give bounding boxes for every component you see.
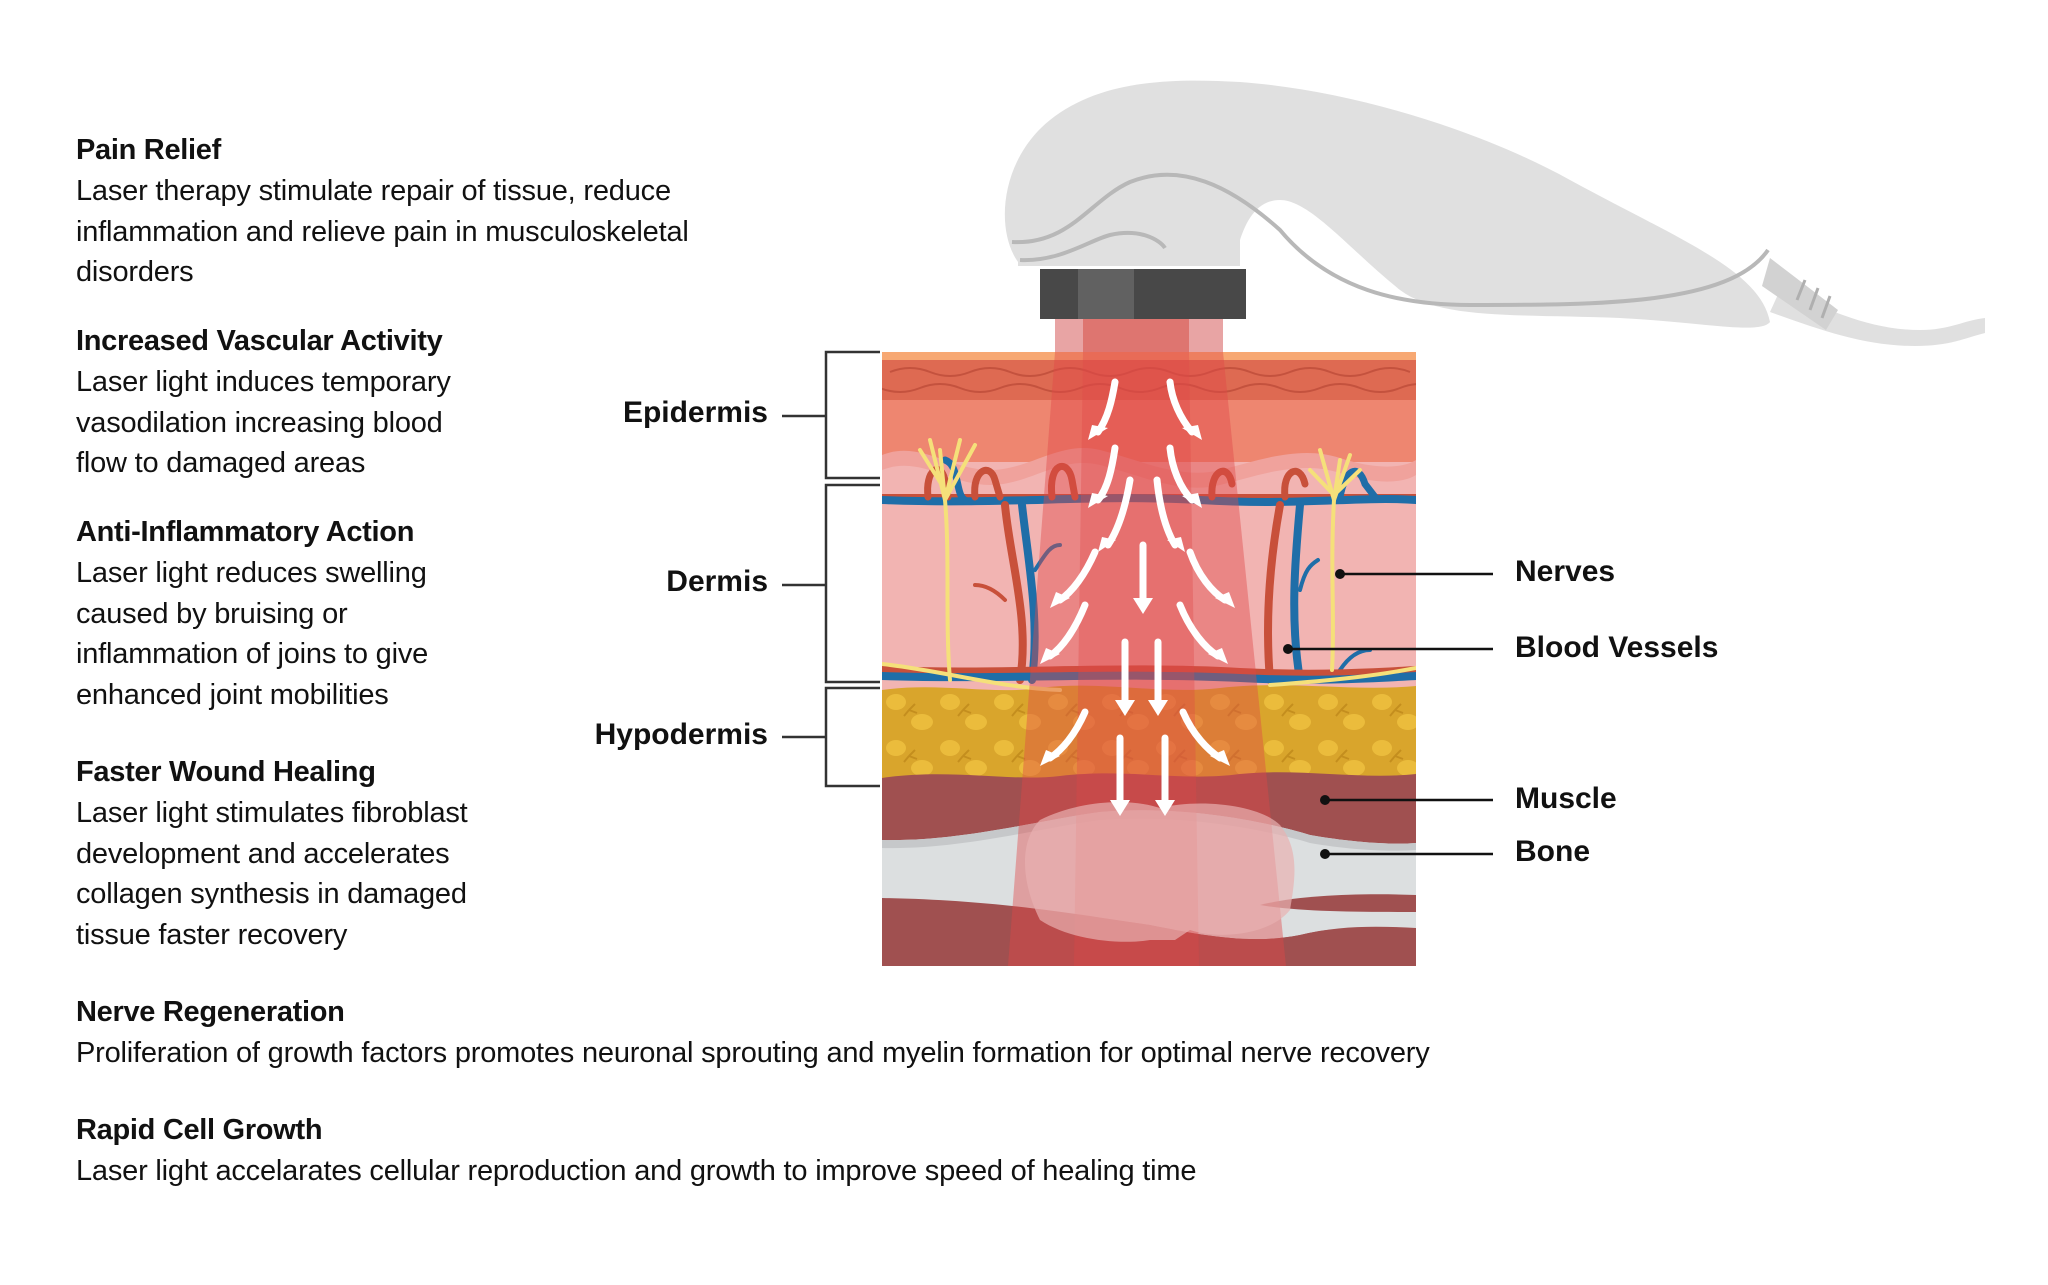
- benefit-heading: Pain Relief: [76, 134, 221, 166]
- hypodermis-fat-layer: [882, 685, 1416, 790]
- layer-brackets: [782, 350, 880, 788]
- label-dermis: Dermis: [666, 565, 768, 598]
- laser-beam-exit: [1055, 319, 1223, 355]
- hypodermis-bracket: [782, 686, 880, 788]
- benefit-heading: Nerve Regeneration: [76, 996, 345, 1028]
- dermis-bracket: [782, 483, 880, 684]
- epidermis-cells: [882, 367, 1416, 393]
- device-seam-line: [1011, 172, 1770, 308]
- benefit-heading: Rapid Cell Growth: [76, 1114, 323, 1146]
- benefit-rapid-cell-growth: Rapid Cell Growth Laser light accelarate…: [76, 1111, 1776, 1192]
- benefit-nerve-regeneration: Nerve Regeneration Proliferation of grow…: [76, 993, 1776, 1074]
- device-grip-line: [1019, 230, 1167, 263]
- benefit-description: Laser light reduces swelling caused by b…: [76, 557, 429, 711]
- stratum-corneum: [882, 352, 1416, 360]
- label-bone: Bone: [1515, 835, 1590, 868]
- label-blood-vessels: Blood Vessels: [1515, 631, 1719, 664]
- benefit-anti-inflammatory: Anti-Inflammatory Action Laser light red…: [76, 513, 546, 715]
- label-muscle: Muscle: [1515, 782, 1617, 815]
- benefit-description: Laser light stimulates fibroblast develo…: [76, 797, 468, 951]
- benefit-wound-healing: Faster Wound Healing Laser light stimula…: [76, 753, 546, 955]
- nerves: [882, 438, 1416, 692]
- benefit-heading: Anti-Inflammatory Action: [76, 516, 415, 548]
- arrow-heads: [1040, 425, 1235, 816]
- label-epidermis: Epidermis: [622, 396, 768, 429]
- benefit-description: Laser light induces temporary vasodilati…: [76, 366, 451, 479]
- laser-handpiece: [1004, 80, 1985, 346]
- benefit-description: Laser light accelarates cellular reprodu…: [76, 1155, 1197, 1187]
- joint-bone: [1025, 802, 1295, 942]
- benefit-heading: Faster Wound Healing: [76, 756, 376, 788]
- benefit-description: Proliferation of growth factors promotes…: [76, 1037, 1430, 1069]
- leader-dots: [1283, 569, 1345, 859]
- epidermis-upper: [882, 360, 1416, 400]
- device-body: [1004, 80, 1770, 328]
- label-nerves: Nerves: [1515, 555, 1616, 588]
- device-emitter-highlight: [1078, 269, 1134, 319]
- device-emitter-head: [1040, 269, 1246, 319]
- cable-strain-relief: [1762, 258, 1838, 330]
- skin-cross-section: [882, 352, 1416, 966]
- benefit-description: Laser therapy stimulate repair of tissue…: [76, 175, 689, 288]
- device-cable: [1770, 290, 1985, 346]
- label-hypodermis: Hypodermis: [594, 718, 768, 751]
- benefit-heading: Increased Vascular Activity: [76, 325, 443, 357]
- benefit-vascular-activity: Increased Vascular Activity Laser light …: [76, 322, 546, 484]
- benefit-pain-relief: Pain Relief Laser therapy stimulate repa…: [76, 131, 796, 293]
- epidermis-bracket: [782, 350, 880, 480]
- structure-leader-lines: [1288, 572, 1493, 856]
